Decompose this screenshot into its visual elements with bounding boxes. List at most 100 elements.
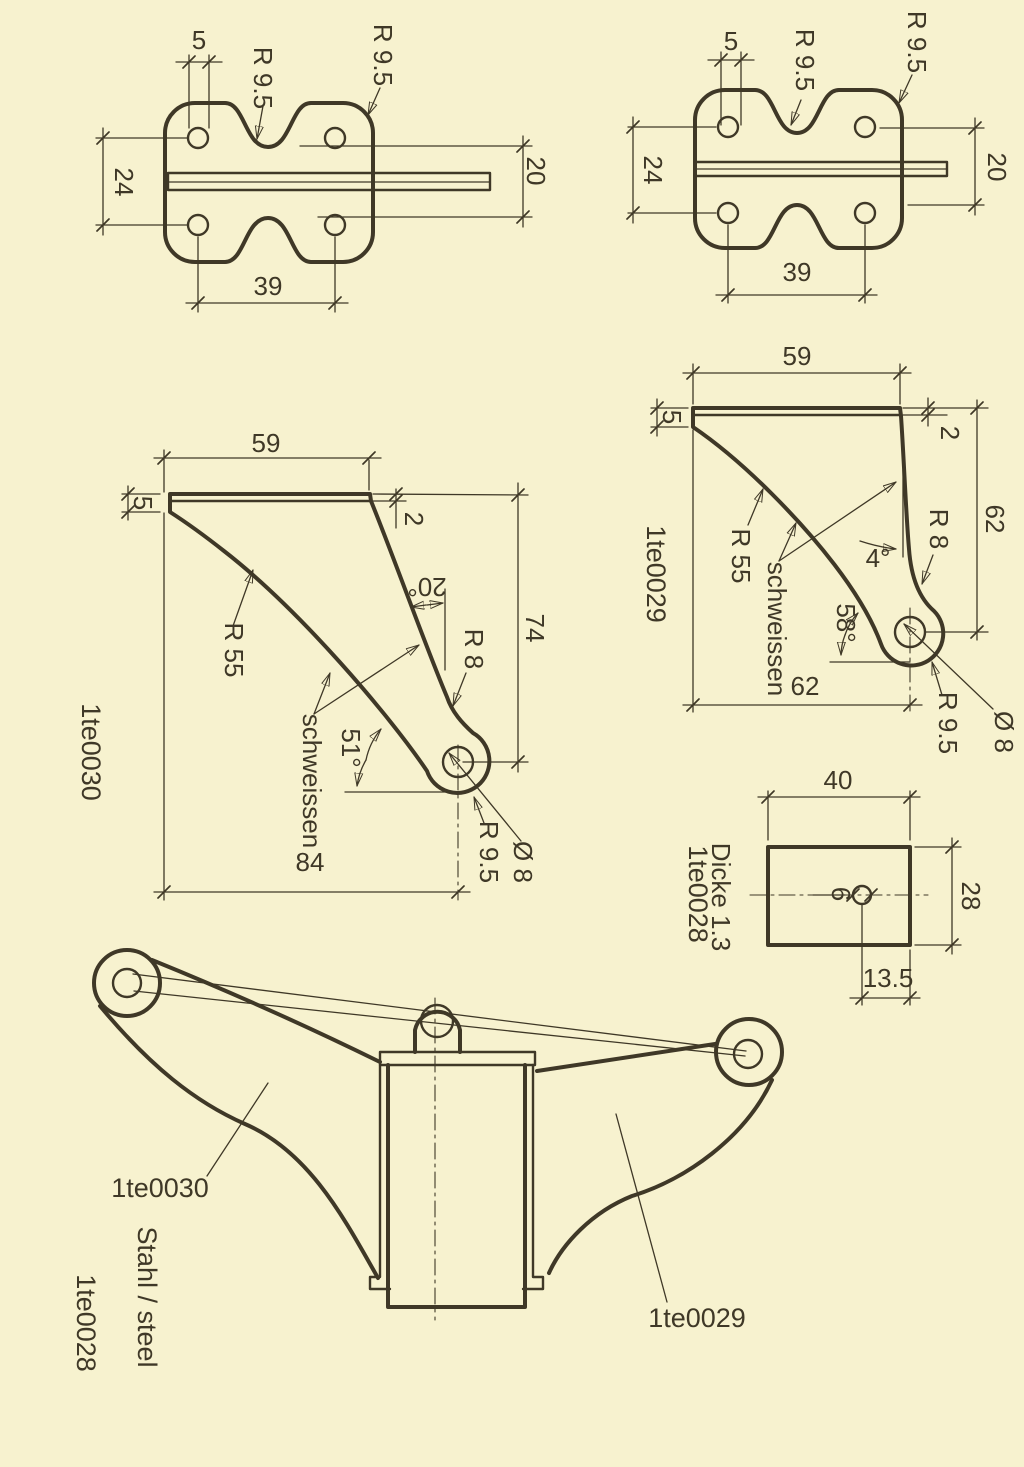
link-construction-lines	[132, 973, 747, 1057]
angle-51-label: 51°	[336, 728, 366, 767]
radius-55-leader	[747, 488, 764, 526]
assembly-view: 1te0030 1te0029 Stahl / steel 1te0028	[71, 948, 784, 1372]
dim-40-label: 40	[824, 765, 853, 795]
radius-9-5-leader	[931, 661, 943, 696]
plate-outline	[693, 88, 904, 250]
weld-note-label: schweissen	[297, 714, 327, 848]
dim-62-side-label: 62	[980, 505, 1010, 534]
bracket-outline	[691, 406, 946, 668]
plate-outline	[766, 845, 912, 947]
part-number-label: 1te0028	[683, 845, 713, 943]
radius-8-leader	[452, 672, 467, 707]
diameter-leader	[448, 752, 522, 842]
dimension-ticks	[626, 53, 982, 302]
bracket-1te0029-view: 59 5 2 R 55 schweissen 4° R 8 62 58° 62 …	[641, 341, 1019, 754]
cylinder-body	[386, 1063, 527, 1309]
label-leader	[615, 1113, 668, 1303]
angle-51-arc	[365, 728, 382, 761]
radius-leader	[367, 87, 381, 116]
dim-28-label: 28	[956, 882, 986, 911]
left-arm-lobe	[92, 948, 162, 1018]
radius-55-label: R 55	[219, 623, 249, 678]
angle-4-label: 4°	[866, 543, 891, 573]
dimension-ticks	[650, 366, 984, 712]
right-arm-hole	[732, 1038, 764, 1070]
plate-top-right-view: 5 R 9.5 R 9.5 24 20 39	[626, 11, 1012, 304]
right-arm-part-label: 1te0029	[648, 1303, 746, 1333]
hole	[323, 126, 347, 150]
hole	[186, 213, 210, 237]
dim-13-5-label: 13.5	[863, 963, 914, 993]
part-number-label: 1te0030	[76, 703, 106, 801]
dim-20-label: 20	[982, 153, 1012, 182]
hole	[716, 115, 740, 139]
dimension-ticks	[121, 451, 525, 899]
dim-5-label: 5	[128, 496, 158, 510]
radius-9-5-label: R 9.5	[933, 692, 963, 754]
dim-2-label: 2	[935, 426, 965, 440]
cylinder-side-plates	[368, 1063, 545, 1291]
label-leader	[206, 1082, 269, 1177]
radius-corner-label: R 9.5	[368, 24, 398, 86]
hole	[853, 115, 877, 139]
dim-59-label: 59	[783, 341, 812, 371]
plate-outline	[163, 101, 375, 264]
dim-5-label: 5	[724, 26, 738, 56]
hole	[853, 201, 877, 225]
weld-note-label: schweissen	[762, 562, 792, 696]
material-note-label: Stahl / steel	[132, 1226, 162, 1367]
dim-5-label: 5	[657, 410, 687, 424]
dimension-lines	[95, 54, 533, 313]
weld-leader	[778, 481, 897, 562]
dim-6-label: 6	[826, 887, 856, 901]
radius-leader	[790, 99, 802, 126]
radius-55-label: R 55	[726, 529, 756, 584]
weld-leader	[778, 522, 797, 562]
dim-59-label: 59	[252, 428, 281, 458]
thickness-note-label: Dicke 1.3	[706, 843, 736, 951]
left-arm-hole	[111, 967, 143, 999]
radius-8-label: R 8	[459, 629, 489, 669]
left-arm-top-edge	[150, 958, 382, 1064]
mount-flange	[378, 1050, 537, 1067]
hinge-pin-bar	[166, 171, 492, 192]
dim-20-label: 20	[521, 157, 551, 186]
radius-leader	[257, 105, 263, 140]
radius-corner-label: R 9.5	[902, 11, 932, 73]
radius-9-5-label: R 9.5	[474, 821, 504, 883]
angle-20-arrow	[426, 603, 444, 605]
part-number-label: 1te0029	[641, 525, 671, 623]
weld-leader	[313, 644, 420, 715]
dimension-lines	[757, 790, 962, 1006]
dim-74-label: 74	[520, 614, 550, 643]
dim-24-label: 24	[109, 168, 139, 197]
plate-part-label: 1te0028	[71, 1274, 101, 1372]
dimension-ticks	[761, 790, 959, 1005]
dimension-ticks	[96, 55, 530, 310]
diameter-leader	[903, 623, 994, 710]
angle-51-arc	[357, 759, 367, 787]
right-arm-lobe	[714, 1017, 784, 1087]
dim-84-label: 84	[296, 847, 325, 877]
angle-20-arrow	[410, 605, 427, 607]
angle-58-label: 58°	[831, 603, 861, 642]
radius-55-leader	[232, 569, 254, 627]
radius-8-leader	[921, 554, 934, 585]
dim-39-label: 39	[254, 271, 283, 301]
dim-2-label: 2	[399, 512, 429, 526]
dimension-lines	[121, 449, 529, 901]
angle-4-arc	[859, 540, 897, 549]
angle-20-label: 20°	[407, 572, 446, 602]
dim-39-label: 39	[783, 257, 812, 287]
plate-top-left-view: 5 R 9.5 R 9.5 24 20 39	[95, 24, 551, 313]
dimension-lines	[650, 363, 989, 713]
dim-24-label: 24	[638, 156, 668, 185]
radius-leader	[898, 74, 913, 104]
hole	[186, 126, 210, 150]
right-arm-bottom-edge	[547, 1078, 774, 1275]
right-arm-top-edge	[535, 1042, 717, 1073]
plate-1te0028-view: 40 28 6 13.5 Dicke 1.3 1te0028	[683, 765, 986, 1006]
radius-waist-label: R 9.5	[790, 29, 820, 91]
